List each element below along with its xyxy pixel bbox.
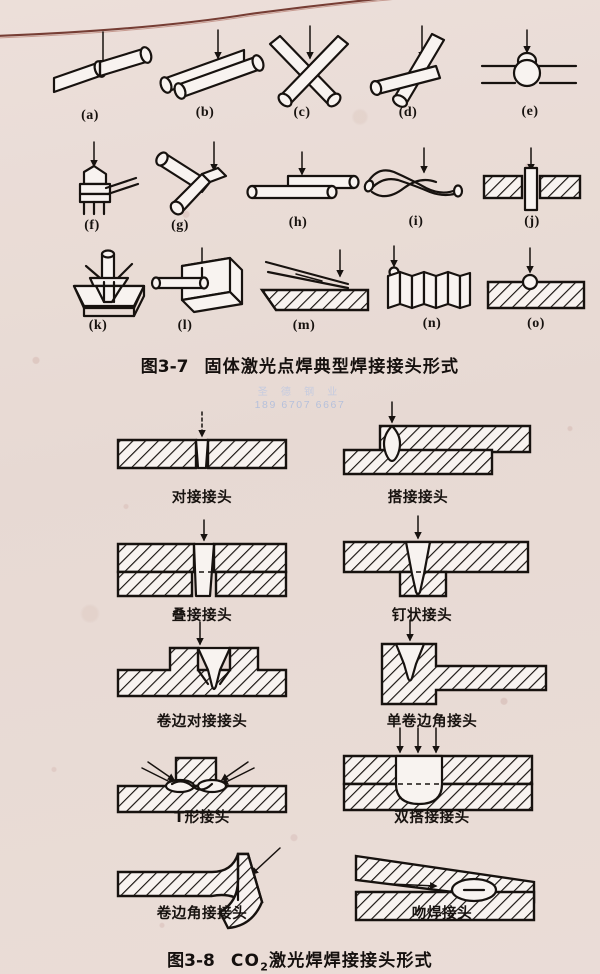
fig37-label-g: (g) [171, 218, 189, 233]
fig37-label-j: (j) [524, 214, 540, 229]
watermark-company: 圣 德 钢 业 [257, 387, 343, 398]
fig37-item-j [482, 147, 582, 212]
fig38-caption-number: 图3-8 [167, 951, 215, 971]
fig38-label-double-lap: 双搭接接头 [394, 810, 470, 826]
fig37-item-c [268, 25, 350, 108]
fig38-label-flange-butt: 卷边对接接头 [156, 714, 248, 730]
fig38-label-flange-corner: 卷边角接接头 [156, 906, 248, 922]
fig38-item-stack [116, 519, 288, 598]
fig38-caption-title-post: 激光焊焊接接头形式 [269, 951, 433, 971]
fig38-label-kiss: 吻焊接头 [411, 906, 473, 922]
fig37-label-o: (o) [527, 316, 545, 331]
fig37-label-h: (h) [288, 215, 308, 230]
fig37-item-d [369, 25, 446, 108]
fig38-label-butt: 对接接头 [171, 490, 233, 506]
fig37-caption: 图3-7 固体激光点焊典型焊接接头形式 [0, 352, 600, 377]
fig38-item-tee [116, 756, 288, 814]
fig38-caption-title-pre: CO [230, 951, 261, 971]
fig38-item-single-flange [380, 619, 548, 706]
fig37-item-i [363, 147, 464, 198]
fig37-label-d: (d) [398, 105, 418, 120]
fig37-item-h [246, 151, 360, 200]
fig37-item-k [72, 249, 146, 318]
fig38-label-lap: 搭接接头 [387, 490, 449, 506]
fig37-item-f [78, 141, 140, 216]
fig37-item-e [480, 29, 578, 88]
fig37-label-b: (b) [195, 105, 215, 120]
fig38-caption-title-sub: 2 [260, 960, 270, 974]
fig37-item-a [52, 31, 153, 94]
fig37-caption-title: 固体激光点焊典型焊接接头形式 [204, 357, 460, 377]
fig37-label-m: (m) [292, 318, 316, 333]
fig38-item-butt [116, 411, 288, 470]
fig37-label-e: (e) [521, 104, 539, 119]
fig37-item-m [259, 249, 370, 312]
fig38-label-tee: T形接头 [174, 810, 230, 826]
fig37-label-c: (c) [293, 105, 311, 120]
fig37-label-i: (i) [408, 214, 424, 229]
fig38-item-double-lap [342, 727, 534, 812]
fig37-label-f: (f) [84, 218, 100, 233]
fig37-item-o [486, 247, 586, 310]
fig37-item-b [159, 29, 265, 100]
fig38-item-flange-butt [116, 621, 288, 698]
fig37-item-l [150, 247, 244, 314]
fig38-item-lap [342, 401, 532, 476]
fig37-item-n [386, 245, 472, 310]
fig37-item-g [155, 141, 228, 216]
fig37-label-l: (l) [177, 318, 193, 333]
fig37-caption-number: 图3-7 [140, 357, 189, 377]
fig37-label-n: (n) [422, 316, 442, 331]
fig38-caption: 图3-8 CO2激光焊焊接接头形式 [0, 946, 600, 973]
fig38-item-nail [342, 515, 530, 598]
fig37-label-a: (a) [81, 108, 99, 123]
fig37-label-k: (k) [88, 318, 108, 333]
